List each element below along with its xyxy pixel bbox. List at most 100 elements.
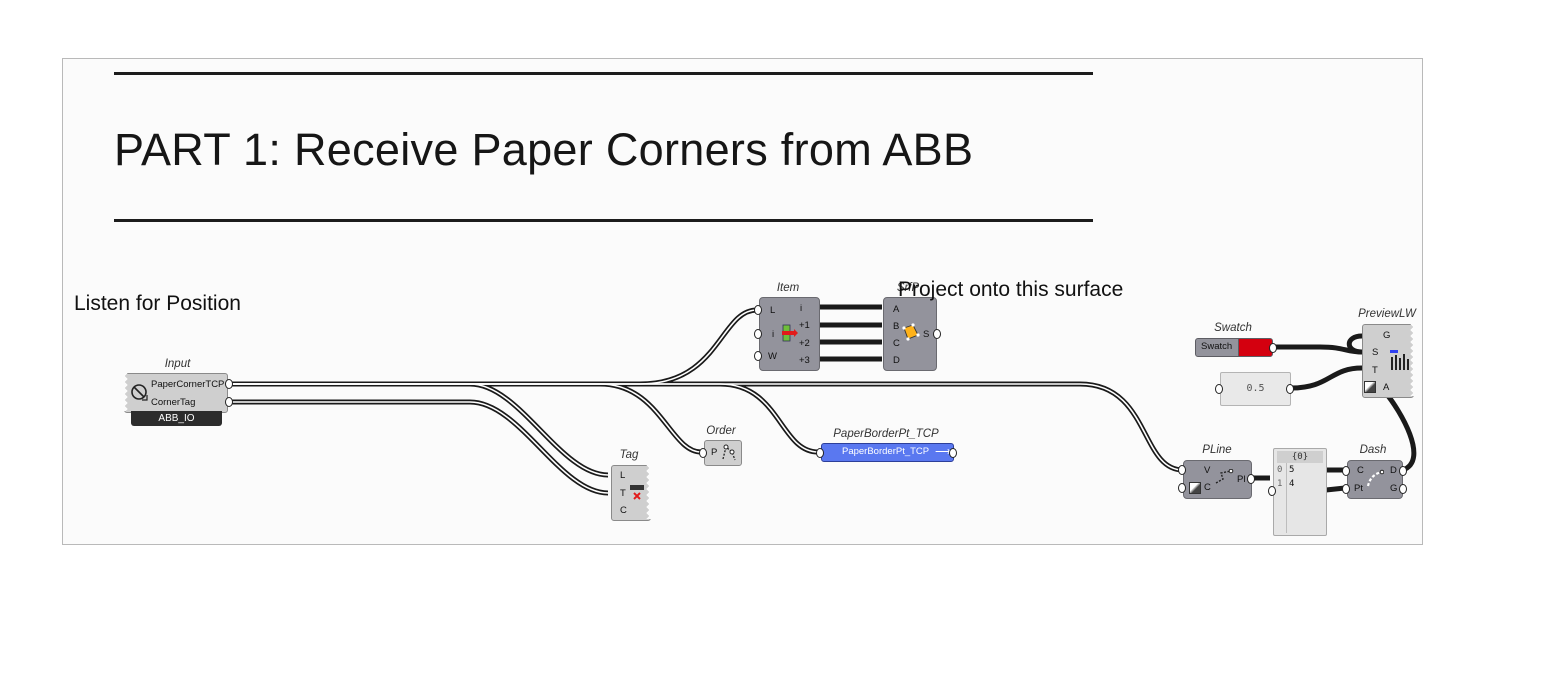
data-panel[interactable]: {0} 0 5 1 4 <box>1273 448 1327 536</box>
preview-zigzag <box>1410 324 1416 396</box>
param-component[interactable]: PaperBorderPt_TCP ⟶ <box>821 443 954 462</box>
tag-component[interactable]: L T C <box>611 465 651 521</box>
tag-input-l: L <box>620 470 626 481</box>
param-nickname: PaperBorderPt_TCP <box>833 428 939 440</box>
item-output-i: i <box>800 303 803 314</box>
param-port-out[interactable] <box>949 448 957 458</box>
arrow-right-icon: ⟶ <box>935 446 951 458</box>
note-project: Project onto this surface <box>898 278 1124 301</box>
preview-component[interactable]: G S T A <box>1362 324 1414 398</box>
wire-panel-preview <box>1290 365 1363 391</box>
tag-nickname: Tag <box>619 449 639 461</box>
number-panel[interactable]: 0.5 <box>1220 372 1291 406</box>
list-item-icon <box>782 324 798 342</box>
title-rule-bottom <box>114 219 1093 222</box>
dash-output-d: D <box>1390 465 1397 476</box>
input-port-out-0[interactable] <box>225 379 233 389</box>
wire-preview-loop <box>1346 333 1363 355</box>
data-panel-value: 4 <box>1289 479 1295 489</box>
data-panel-header: {0} <box>1277 451 1323 463</box>
item-output-3: +3 <box>799 355 810 366</box>
item-input-w: W <box>768 351 777 362</box>
item-component[interactable]: L i W i +1 +2 +3 <box>759 297 820 371</box>
dash-icon <box>1366 469 1384 487</box>
dash-input-c: C <box>1357 465 1364 476</box>
preview-nickname: PreviewLW <box>1358 308 1416 320</box>
pline-output-pl: Pl <box>1237 474 1246 485</box>
title-rule-top <box>114 72 1093 75</box>
point-order-icon <box>722 444 736 461</box>
panel-port-in[interactable] <box>1215 384 1223 394</box>
order-input-p: P <box>711 447 718 458</box>
order-port-in[interactable] <box>699 448 707 458</box>
preview-input-t: T <box>1372 365 1378 376</box>
pline-nickname: PLine <box>1202 444 1232 456</box>
pline-component[interactable]: V C Pl <box>1183 460 1252 499</box>
swatch-color[interactable] <box>1238 338 1273 357</box>
dash-port-in-pt[interactable] <box>1342 484 1350 494</box>
receive-icon <box>131 384 148 401</box>
swatch-port-out[interactable] <box>1269 343 1277 353</box>
swatch-nickname: Swatch <box>1214 322 1252 334</box>
data-panel-index: 1 <box>1277 479 1283 489</box>
srf-input-b: B <box>893 321 900 332</box>
input-output-cornertag: CornerTag <box>151 397 196 408</box>
surface-icon <box>902 323 920 341</box>
group-title: PART 1: Receive Paper Corners from ABB <box>114 124 974 175</box>
param-label: PaperBorderPt_TCP <box>842 446 930 457</box>
tag-zigzag <box>646 465 652 519</box>
swatch-label: Swatch <box>1201 341 1233 352</box>
input-zigzag <box>122 373 128 411</box>
note-listen: Listen for Position <box>74 292 241 315</box>
tag-input-t: T <box>620 488 626 499</box>
wire-panel-dash <box>1325 467 1346 493</box>
srf-input-a: A <box>893 304 900 315</box>
srf-input-c: C <box>893 338 900 349</box>
pline-port-in-c[interactable] <box>1178 483 1186 493</box>
item-port-in-w[interactable] <box>754 351 762 361</box>
scene-icon <box>1364 381 1376 393</box>
tag-input-c: C <box>620 505 627 516</box>
pline-input-c: C <box>1204 482 1211 493</box>
item-port-in-i[interactable] <box>754 329 762 339</box>
wire-input-item <box>229 307 758 387</box>
input-footer: ABB_IO <box>131 411 222 426</box>
srf-input-d: D <box>893 355 900 366</box>
dash-nickname: Dash <box>1359 444 1387 456</box>
data-panel-value: 5 <box>1289 465 1295 475</box>
input-port-out-1[interactable] <box>225 397 233 407</box>
preview-input-a: A <box>1383 382 1390 393</box>
preview-icon <box>1390 350 1409 370</box>
srf-output-s: S <box>923 329 930 340</box>
pline-port-out[interactable] <box>1247 474 1255 484</box>
dash-port-in-c[interactable] <box>1342 466 1350 476</box>
item-input-l: L <box>770 305 776 316</box>
item-output-1: +1 <box>799 320 810 331</box>
dash-input-pt: Pt <box>1354 483 1363 494</box>
wire-inner <box>229 309 1184 494</box>
item-port-in-l[interactable] <box>754 305 762 315</box>
item-nickname: Item <box>776 282 800 294</box>
dash-port-out-g[interactable] <box>1399 484 1407 494</box>
data-panel-index: 0 <box>1277 465 1283 475</box>
srf-port-out[interactable] <box>933 329 941 339</box>
input-output-papercorner: PaperCornerTCP <box>151 379 225 390</box>
srf-component[interactable]: A B C D S <box>883 297 937 371</box>
item-input-i: i <box>772 329 775 340</box>
preview-input-s: S <box>1372 347 1379 358</box>
dash-port-out-d[interactable] <box>1399 466 1407 476</box>
preview-input-g: G <box>1383 330 1391 341</box>
order-nickname: Order <box>706 425 736 437</box>
pline-input-v: V <box>1204 465 1211 476</box>
panel-port-out[interactable] <box>1286 384 1294 394</box>
wire-input-order <box>229 381 702 455</box>
data-panel-port-in[interactable] <box>1268 486 1276 496</box>
input-component[interactable]: PaperCornerTCP CornerTag <box>124 373 228 413</box>
pline-port-in-v[interactable] <box>1178 465 1186 475</box>
swatch-component[interactable]: Swatch <box>1195 338 1240 357</box>
order-component[interactable]: P <box>704 440 742 466</box>
param-port-in[interactable] <box>816 448 824 458</box>
dash-component[interactable]: C Pt D G <box>1347 460 1403 499</box>
wire-item-srf <box>818 304 882 362</box>
